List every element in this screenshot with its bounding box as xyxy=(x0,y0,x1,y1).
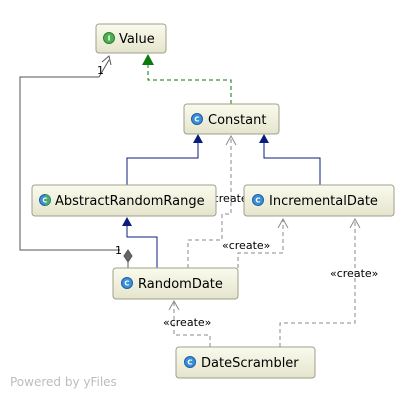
association-edge-randomdate-value xyxy=(19,55,133,268)
create-label-constant: «create» xyxy=(206,192,254,205)
inheritance-arrowhead xyxy=(259,134,269,143)
create-edge-randomdate-constant xyxy=(187,134,237,268)
class-node-randomdate[interactable]: C RandomDate xyxy=(112,267,239,300)
class-node-constant[interactable]: C Constant xyxy=(183,103,280,135)
class-icon: C xyxy=(184,356,196,368)
create-edge-datescrambler-randomdate xyxy=(168,299,211,347)
node-label: DateScrambler xyxy=(201,356,299,371)
aggregation-diamond xyxy=(123,249,133,263)
association-arrowhead xyxy=(101,55,112,66)
node-label: RandomDate xyxy=(138,277,223,292)
class-node-incrementaldate[interactable]: C IncrementalDate xyxy=(243,184,395,217)
create-edge-datescrambler-incrementaldate xyxy=(279,217,361,347)
svg-text:I: I xyxy=(108,35,111,43)
create-label-datescrambler-incrementaldate: «create» xyxy=(330,267,378,280)
inheritance-edge-abstractrandomrange-constant xyxy=(126,134,203,185)
dependency-arrowhead xyxy=(225,134,237,146)
class-icon: C xyxy=(121,277,133,289)
abstract-class-icon: C xyxy=(39,194,51,206)
class-icon: C xyxy=(252,194,264,206)
svg-text:C: C xyxy=(187,359,192,367)
inheritance-arrowhead xyxy=(122,217,132,226)
class-icon: C xyxy=(191,113,203,125)
dependency-arrowhead xyxy=(168,299,180,311)
class-node-value[interactable]: I Value xyxy=(95,23,167,54)
create-label-datescrambler-randomdate: «create» xyxy=(163,316,211,329)
dependency-arrowhead xyxy=(277,217,289,229)
class-node-datescrambler[interactable]: C DateScrambler xyxy=(175,346,316,379)
svg-text:C: C xyxy=(255,197,260,205)
svg-text:C: C xyxy=(42,197,47,205)
realization-edge-constant-value xyxy=(142,54,232,104)
node-label: Value xyxy=(119,32,155,47)
powered-by-footer: Powered by yFiles xyxy=(10,375,117,389)
node-label: Constant xyxy=(208,113,266,128)
realization-arrowhead xyxy=(142,54,154,65)
svg-text:C: C xyxy=(124,280,129,288)
inheritance-edge-incrementaldate-constant xyxy=(259,134,321,185)
multiplicity-label-value: 1 xyxy=(97,64,104,77)
svg-text:C: C xyxy=(194,116,199,124)
dependency-arrowhead xyxy=(349,217,361,229)
inheritance-arrowhead xyxy=(193,134,203,143)
multiplicity-label-aggregation: 1 xyxy=(115,244,122,257)
create-label-incrementaldate: «create» xyxy=(222,239,270,252)
class-node-abstractrandomrange[interactable]: C AbstractRandomRange xyxy=(31,184,217,217)
create-edge-randomdate-incrementaldate xyxy=(237,217,289,268)
node-label: IncrementalDate xyxy=(269,194,378,209)
node-label: AbstractRandomRange xyxy=(55,194,205,209)
interface-icon: I xyxy=(103,32,115,44)
inheritance-edge-randomdate-abstractrandomrange xyxy=(122,217,158,268)
